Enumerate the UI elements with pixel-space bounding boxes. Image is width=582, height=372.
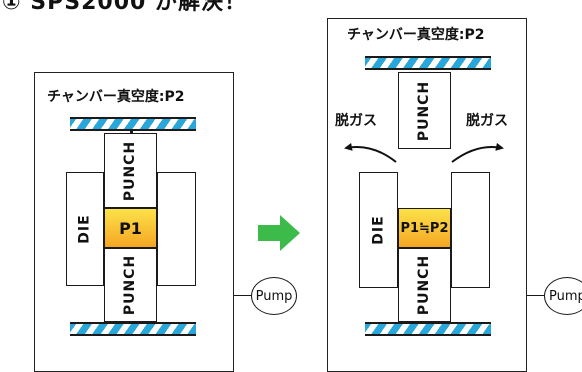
right-sample: P1≒P2 (398, 208, 451, 248)
right-pump-line (527, 295, 545, 296)
left-pump: Pump (251, 277, 297, 315)
right-die-right (451, 172, 490, 288)
right-die-label: DIE (370, 215, 387, 245)
left-chamber-label: チャンバー真空度:P2 (47, 89, 185, 105)
left-lower-punch: PUNCH (104, 248, 157, 322)
degas-arrows (344, 142, 504, 163)
left-upper-ram (70, 117, 196, 131)
page-heading: ① SPS2000 が解決！ (2, 0, 247, 15)
degas-right-arrow (451, 142, 504, 163)
left-upper-ram-stem (130, 131, 133, 134)
transition-arrow (258, 215, 300, 251)
left-die-right (157, 172, 196, 286)
degas-left-label: 脱ガス (335, 113, 377, 129)
right-die-left: DIE (359, 172, 398, 288)
left-lower-ram (70, 322, 196, 336)
right-chamber-label: チャンバー真空度:P2 (347, 27, 485, 43)
degas-left-arrow (344, 142, 397, 163)
transition-arrow-shape (258, 215, 300, 251)
right-pump: Pump (544, 277, 582, 315)
right-upper-punch: PUNCH (398, 72, 451, 149)
degas-right-label: 脱ガス (466, 113, 508, 129)
right-lower-punch-label: PUNCH (416, 254, 433, 316)
right-upper-ram (365, 56, 491, 70)
left-pump-line (234, 295, 252, 296)
right-lower-punch: PUNCH (398, 248, 451, 322)
left-upper-punch: PUNCH (104, 133, 157, 208)
right-lower-ram (365, 322, 491, 336)
left-die-left: DIE (66, 172, 104, 286)
left-sample: P1 (104, 208, 157, 248)
